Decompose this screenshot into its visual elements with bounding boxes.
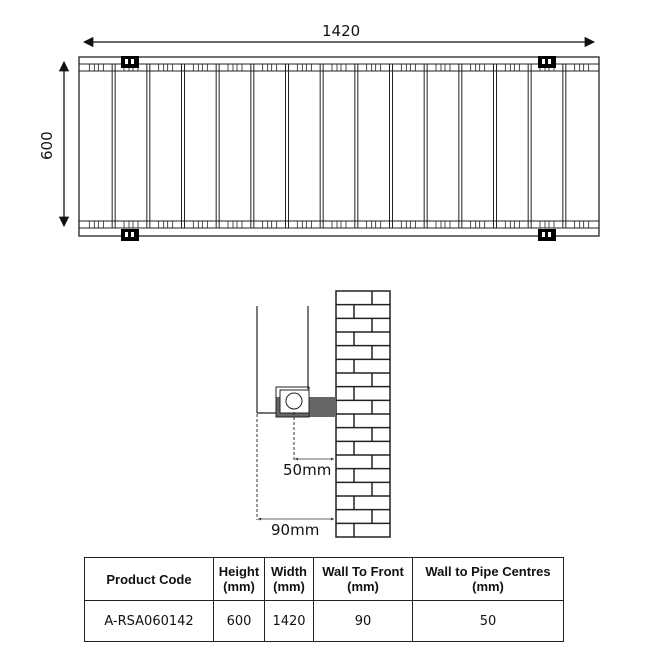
header-width: Width(mm)	[264, 557, 314, 601]
radiator-columns	[88, 64, 590, 228]
header-height: Height(mm)	[213, 557, 265, 601]
bracket-top-left-icon	[121, 56, 139, 68]
cell-wall-to-front: 90	[313, 600, 413, 642]
radiator-outline	[78, 56, 600, 237]
header-product-code: Product Code	[84, 557, 214, 601]
table-row: A-RSA060142 600 1420 90 50	[84, 600, 564, 642]
bracket-bottom-left-icon	[121, 229, 139, 241]
cell-wall-to-pipe: 50	[412, 600, 564, 642]
brick-wall	[335, 290, 391, 538]
header-wall-to-pipe: Wall to Pipe Centres(mm)	[412, 557, 564, 601]
bracket-bottom-right-icon	[538, 229, 556, 241]
pipe-circle-icon	[285, 392, 303, 410]
cell-product-code: A-RSA060142	[84, 600, 214, 642]
radiator-front-svg	[58, 36, 600, 241]
cell-height: 600	[213, 600, 265, 642]
wall-to-front-label: 90mm	[271, 521, 320, 539]
radiator-side-svg	[256, 290, 391, 538]
wall-to-pipe-label: 50mm	[283, 461, 332, 479]
header-wall-to-front: Wall To Front(mm)	[313, 557, 413, 601]
bracket-top-right-icon	[538, 56, 556, 68]
specification-table: Product Code Height(mm) Width(mm) Wall T…	[84, 557, 564, 642]
width-dimension-label: 1420	[322, 22, 361, 40]
table-header-row: Product Code Height(mm) Width(mm) Wall T…	[84, 557, 564, 601]
cell-width: 1420	[264, 600, 314, 642]
